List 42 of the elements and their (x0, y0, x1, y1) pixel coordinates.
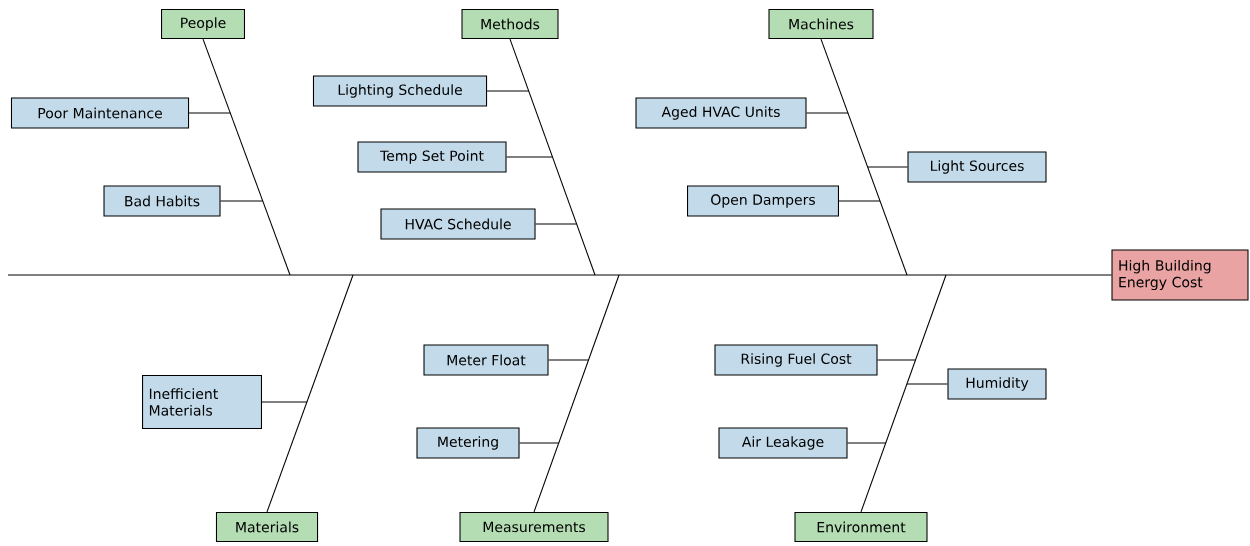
cause-box: Air Leakage (718, 427, 848, 459)
cause-box: Open Dampers (687, 185, 839, 217)
cause-box: Rising Fuel Cost (714, 344, 878, 376)
cause-box: HVAC Schedule (380, 208, 536, 240)
cause-box: Bad Habits (103, 185, 221, 217)
branch-line (486, 90, 530, 92)
branch-line (188, 112, 231, 114)
cause-box: Light Sources (907, 151, 1047, 183)
cause-box: Aged HVAC Units (635, 97, 807, 129)
category-box: People (161, 8, 245, 40)
branch-line (519, 442, 560, 444)
category-box: Machines (768, 8, 874, 40)
category-box: Materials (215, 511, 319, 543)
branch-line (877, 359, 917, 361)
cause-box: Metering (416, 427, 520, 459)
branch-line (261, 401, 308, 403)
bone-line (202, 38, 291, 276)
category-box: Environment (794, 511, 928, 543)
spine-line (7, 274, 1112, 276)
branch-line (506, 156, 554, 158)
category-box: Methods (461, 8, 559, 40)
branch-line (847, 442, 887, 444)
branch-line (806, 112, 849, 114)
cause-box: Lighting Schedule (312, 75, 488, 107)
branch-line (535, 223, 578, 225)
bone-line (820, 38, 908, 276)
bone-line (860, 274, 947, 513)
branch-line (867, 166, 908, 168)
branch-line (220, 200, 264, 202)
cause-box: Poor Maintenance (10, 97, 190, 129)
branch-line (906, 383, 948, 385)
cause-box: Humidity (947, 368, 1047, 400)
branch-line (838, 200, 881, 202)
branch-line (548, 359, 590, 361)
cause-box: Temp Set Point (357, 141, 507, 173)
category-box: Measurements (459, 511, 609, 543)
bone-line (533, 274, 620, 513)
cause-box: Meter Float (423, 344, 549, 376)
cause-box: Inefficient Materials (142, 374, 262, 430)
effect-box: High Building Energy Cost (1111, 249, 1249, 301)
bone-line (266, 274, 354, 513)
bone-line (509, 38, 596, 276)
